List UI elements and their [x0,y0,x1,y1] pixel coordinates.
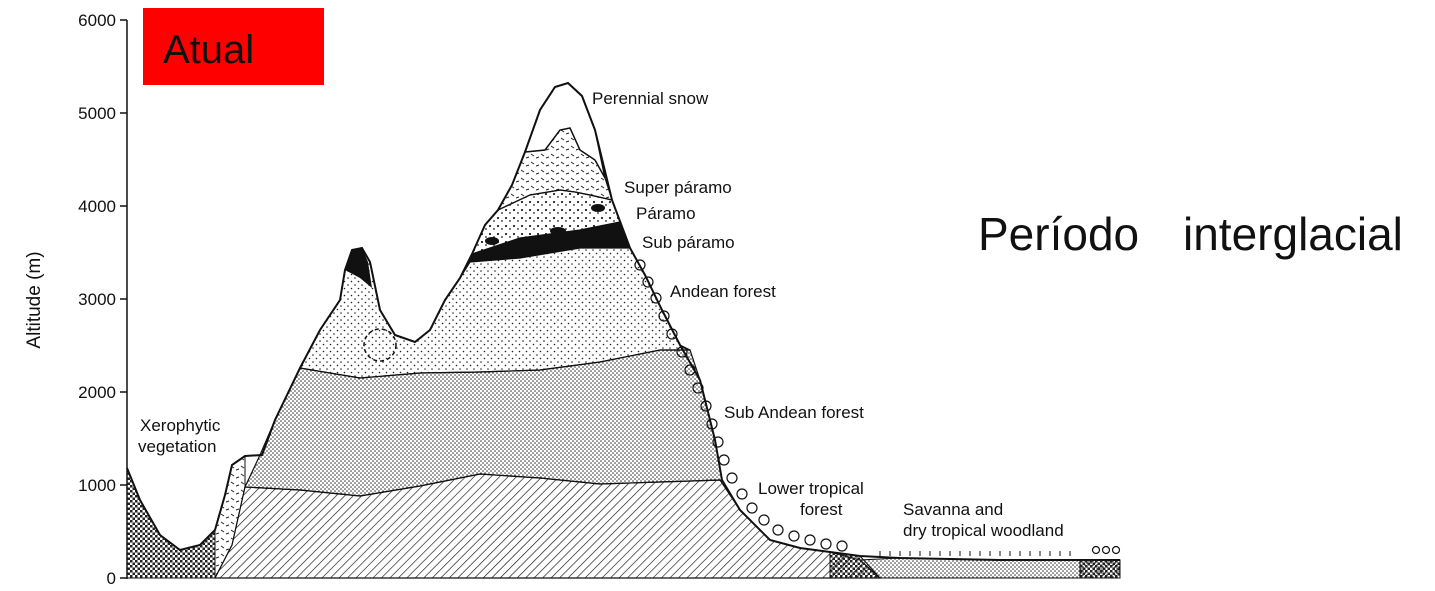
label-sub-andean-forest: Sub Andean forest [724,403,864,422]
label-super-paramo: Super páramo [624,178,732,197]
badge-label: Atual [163,28,254,72]
tick-label: 1000 [78,476,116,495]
paramo-mark [550,227,566,235]
label-xerophytic-line1: Xerophytic [140,416,221,435]
tick-label: 3000 [78,290,116,309]
label-lower-tropical-line2: forest [800,500,843,519]
tick-label: 6000 [78,11,116,30]
savanna-checker-right [1080,560,1120,578]
grass-marks [880,551,1070,556]
label-savanna-line2: dry tropical woodland [903,521,1064,540]
label-xerophytic-line2: vegetation [138,437,216,456]
atual-badge: Atual [143,8,324,85]
altitude-axis: 6000 5000 4000 3000 2000 1000 0 Altitude… [24,11,127,588]
period-title-left: Período [978,208,1139,260]
label-perennial-snow: Perennial snow [592,89,709,108]
paramo-mark [485,237,499,245]
axis-title: Altitude (m) [24,251,45,348]
tick-label: 5000 [78,104,116,123]
label-sub-paramo: Sub páramo [642,233,735,252]
period-title-right: interglacial [1183,208,1403,260]
label-paramo: Páramo [636,204,696,223]
tick-label: 4000 [78,197,116,216]
label-andean-forest: Andean forest [670,282,776,301]
label-lower-tropical-line1: Lower tropical [758,479,864,498]
label-savanna-line1: Savanna and [903,500,1003,519]
paramo-mark [591,204,605,212]
tick-label: 2000 [78,383,116,402]
tick-label: 0 [107,569,116,588]
xerophytic-basin [127,468,215,578]
